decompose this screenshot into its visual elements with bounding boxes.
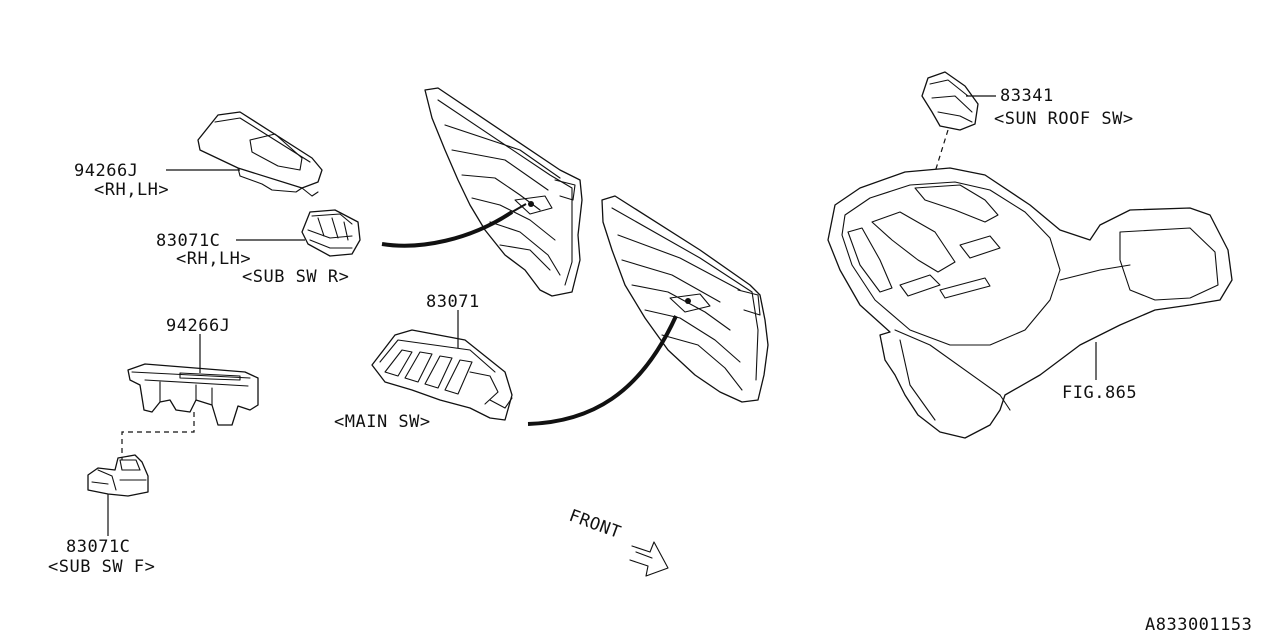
overhead-console: [827, 167, 1233, 439]
switch-83071-main: [371, 329, 513, 421]
label-83071: 83071: [426, 292, 480, 312]
front-arrow-icon: [629, 541, 669, 577]
label-94266j-rh-note: <RH,LH>: [94, 180, 169, 200]
label-83341: 83341: [1000, 86, 1054, 106]
label-83071c-front: 83071C: [66, 537, 130, 557]
panel-94266j-front: [127, 363, 259, 426]
label-main-sw: <MAIN SW>: [334, 412, 431, 432]
panel-94266j-rh: [197, 111, 323, 197]
label-94266j-front: 94266J: [166, 316, 230, 336]
label-sub-sw-f: <SUB SW F>: [48, 557, 155, 577]
switch-83071c-rh: [301, 209, 361, 257]
label-83071c-rh-note: <RH,LH>: [176, 249, 251, 269]
dashed-link-sunroof: [934, 129, 949, 173]
rear-door-trim: [424, 87, 583, 297]
label-sun-roof-sw: <SUN ROOF SW>: [994, 109, 1134, 129]
dashed-link-front-switch: [121, 412, 195, 460]
diagram-id: A833001153: [1145, 615, 1252, 635]
label-front: FRONT: [566, 506, 623, 543]
wire-sub-sw-r-end: [511, 203, 527, 213]
label-fig865: FIG.865: [1062, 383, 1137, 403]
wire-sub-sw-r: [381, 210, 514, 248]
label-sub-sw-r: <SUB SW R>: [242, 267, 349, 287]
switch-83341-sunroof: [921, 71, 979, 131]
front-door-trim: [601, 195, 769, 403]
wire-main-sw: [527, 315, 678, 426]
label-94266j-rh: 94266J: [74, 161, 138, 181]
label-83071c-rh: 83071C: [156, 231, 220, 251]
switch-83071c-front: [87, 454, 149, 497]
